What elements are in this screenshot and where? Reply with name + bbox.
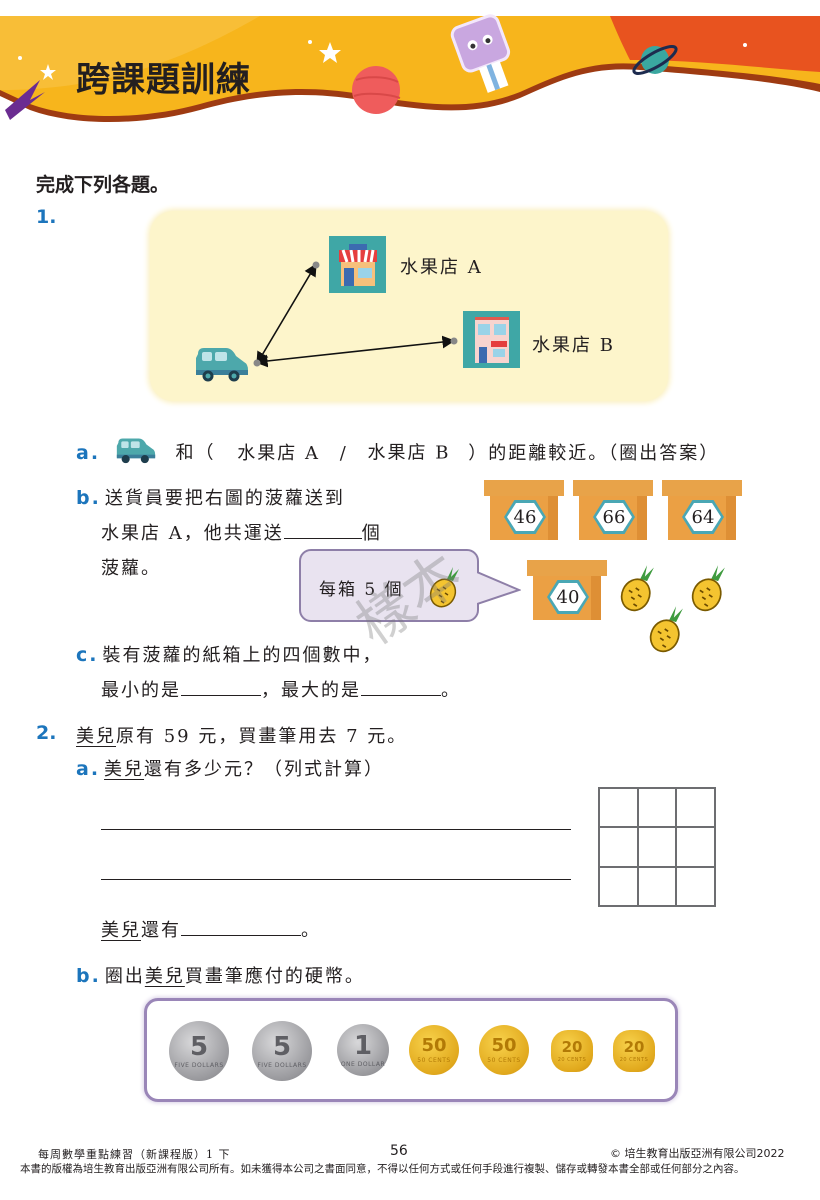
question-1c: c.裝有菠蘿的紙箱上的四個數中， 最小的是 ，最大的是 。 xyxy=(76,641,461,702)
question-1a-text-after: ）的距離較近。（圈出答案） xyxy=(468,442,720,464)
question-2b-text-after: 買畫筆應付的硬幣。 xyxy=(184,966,365,987)
coin-5-dollar[interactable]: 5 FIVE DOLLARS xyxy=(252,1021,312,1081)
question-2-stem-text: 原有 59 元，買畫筆用去 7 元。 xyxy=(116,726,408,747)
question-1b-line1: 送貨員要把右圖的菠蘿送到 xyxy=(104,488,345,509)
coin-5-dollar[interactable]: 5 FIVE DOLLARS xyxy=(169,1021,229,1081)
working-line-1[interactable] xyxy=(101,829,571,830)
person-name: 美兒 xyxy=(101,920,141,941)
delivery-car-icon xyxy=(194,346,250,388)
question-2b-text-before: 圈出 xyxy=(104,966,145,987)
bubble-tail xyxy=(477,571,521,605)
question-1b: b.送貨員要把右圖的菠蘿送到 水果店 A，他共運送 個 菠蘿。 xyxy=(76,484,382,580)
header-banner: 跨課題訓練 xyxy=(0,0,820,140)
coin-50-cents[interactable]: 50 50 CENTS xyxy=(479,1025,529,1075)
coin-50-cents[interactable]: 50 50 CENTS xyxy=(409,1025,459,1075)
answer-blank-total-pineapples[interactable] xyxy=(283,521,362,539)
car-inline-icon xyxy=(114,437,158,470)
pineapple-box-1: 46 xyxy=(484,480,564,540)
pineapple-icon xyxy=(644,604,690,658)
question-1c-end: 。 xyxy=(441,680,461,701)
instruction-heading: 完成下列各題。 xyxy=(36,174,170,196)
answer-blank-remaining-money[interactable] xyxy=(181,918,301,936)
vertical-calculation-grid[interactable] xyxy=(598,787,716,907)
question-2b-label: b. xyxy=(76,965,101,987)
pineapple-icon xyxy=(686,563,732,617)
page-title: 跨課題訓練 xyxy=(76,60,251,100)
coin-1-dollar[interactable]: 1 ONE DOLLAR xyxy=(337,1024,389,1076)
question-2-stem: 美兒原有 59 元，買畫筆用去 7 元。 xyxy=(76,722,407,748)
question-1b-line3: 菠蘿。 xyxy=(101,558,161,579)
coin-selection-panel: 5 FIVE DOLLARS 5 FIVE DOLLARS 1 ONE DOLL… xyxy=(144,998,678,1102)
question-1a-label: a. xyxy=(76,441,101,464)
answer-blank-smallest[interactable] xyxy=(181,678,261,696)
page-number: 56 xyxy=(390,1143,408,1159)
question-1b-unit: 個 xyxy=(361,523,382,544)
fruit-shop-a-icon xyxy=(329,236,386,293)
distance-arrows xyxy=(253,261,458,368)
question-2a-answer: 美兒還有 。 xyxy=(101,916,321,942)
question-1b-label: b. xyxy=(76,487,101,509)
question-1a: a. 和（ 水果店 A / 水果店 B ）的距離較近。（圈出答案） xyxy=(76,437,719,470)
question-2b: b.圈出美兒買畫筆應付的硬幣。 xyxy=(76,962,365,988)
coin-20-cents[interactable]: 20 20 CENTS xyxy=(613,1030,655,1072)
per-box-text: 每箱 5 個 xyxy=(319,580,404,600)
question-1b-line2: 水果店 A，他共運送 xyxy=(101,523,284,544)
question-1a-text-before: 和（ xyxy=(175,442,216,464)
answer-blank-largest[interactable] xyxy=(361,678,441,696)
option-shop-a[interactable]: 水果店 A xyxy=(237,442,320,464)
option-shop-b[interactable]: 水果店 B xyxy=(367,442,451,464)
answer-prefix: 還有 xyxy=(141,920,181,941)
pineapple-box-3: 64 xyxy=(662,480,742,540)
largest-label: ，最大的是 xyxy=(261,680,361,701)
coin-20-cents[interactable]: 20 20 CENTS xyxy=(551,1030,593,1072)
pineapple-icon xyxy=(615,563,661,617)
question-2-number: 2. xyxy=(36,722,57,744)
footer-copyright: © 培生教育出版亞洲有限公司2022 xyxy=(610,1147,785,1160)
question-1-number: 1. xyxy=(36,206,57,228)
smallest-label: 最小的是 xyxy=(101,680,181,701)
person-name: 美兒 xyxy=(144,966,185,987)
person-name: 美兒 xyxy=(76,726,116,747)
footer-copyright-notice: 本書的版權為培生教育出版亞洲有限公司所有。如未獲得本公司之書面同意，不得以任何方… xyxy=(20,1163,745,1175)
shop-b-label: 水果店 B xyxy=(532,335,615,356)
pineapple-box-4: 40 xyxy=(527,560,607,620)
question-1c-line1: 裝有菠蘿的紙箱上的四個數中， xyxy=(102,645,383,666)
footer-book-title: 每周數學重點練習（新課程版）1 下 xyxy=(38,1148,231,1161)
shop-a-label: 水果店 A xyxy=(400,257,483,278)
person-name: 美兒 xyxy=(104,759,145,780)
pineapple-icon xyxy=(427,565,463,613)
box-number: 40 xyxy=(550,583,586,611)
fruit-shop-b-icon xyxy=(463,311,520,368)
pineapple-box-2: 66 xyxy=(573,480,653,540)
question-2a: a.美兒還有多少元？（列式計算） xyxy=(76,755,384,781)
question-2a-text: 還有多少元？（列式計算） xyxy=(144,759,385,780)
space-banner-illustration xyxy=(0,14,820,123)
delivery-map-panel: 水果店 A 水果店 B xyxy=(150,211,668,401)
per-box-bubble: 每箱 5 個 xyxy=(299,549,479,622)
answer-end: 。 xyxy=(301,920,321,941)
working-line-2[interactable] xyxy=(101,879,571,880)
question-1c-label: c. xyxy=(76,644,99,666)
question-2a-label: a. xyxy=(76,758,101,780)
option-separator: / xyxy=(339,442,348,464)
